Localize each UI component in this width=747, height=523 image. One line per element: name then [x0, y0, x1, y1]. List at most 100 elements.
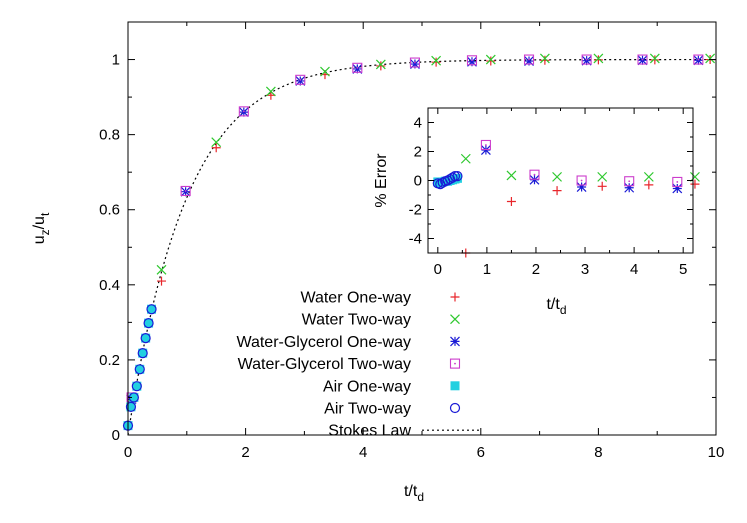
- point: [238, 106, 249, 117]
- inset-series-2: [480, 145, 683, 194]
- inset-series-3: [480, 139, 683, 187]
- point: [352, 62, 363, 73]
- inset-y-axis-label: % Error: [373, 153, 390, 208]
- inset-point: [452, 171, 463, 182]
- inset-point: [552, 171, 562, 182]
- point-center: [585, 58, 588, 61]
- point: [466, 55, 478, 66]
- inset-point: [597, 171, 608, 182]
- point: [376, 61, 386, 71]
- inset-point-center: [580, 179, 583, 182]
- point: [581, 54, 592, 65]
- point: [524, 56, 534, 66]
- point: [705, 53, 716, 64]
- point: [650, 55, 660, 65]
- inset-point: [506, 197, 516, 207]
- x-tick-label: 6: [477, 444, 485, 461]
- point: [581, 55, 592, 66]
- legend-swatch: [450, 292, 460, 302]
- point-center: [356, 66, 359, 69]
- inset-point: [444, 173, 456, 185]
- inset-point: [576, 182, 587, 192]
- legend-swatch: [450, 314, 460, 325]
- x-tick-label: 0: [124, 444, 132, 461]
- inset-point: [449, 171, 461, 182]
- point: [211, 137, 222, 148]
- inset-point: [624, 182, 635, 193]
- point-center: [641, 58, 644, 61]
- y-axis-label: uz/ut: [31, 212, 52, 244]
- inset-point: [529, 174, 540, 185]
- point: [467, 56, 477, 67]
- legend-swatch: [450, 381, 460, 391]
- point: [409, 57, 420, 68]
- point: [137, 348, 148, 359]
- inset-y-tick-label: -4: [409, 231, 422, 248]
- point: [295, 76, 306, 86]
- point: [131, 381, 142, 392]
- x-tick-label: 2: [241, 444, 249, 461]
- inset-y-tick-label: 2: [414, 144, 422, 161]
- x-tick-label: 10: [708, 444, 725, 461]
- inset-point-center: [628, 180, 631, 183]
- legend-label: Water-Glycerol Two-way: [238, 356, 411, 373]
- inset-point: [672, 183, 683, 194]
- point-center: [299, 78, 302, 81]
- inset-x-tick-label: 4: [630, 261, 638, 278]
- point: [410, 59, 420, 69]
- inset-point: [644, 180, 654, 190]
- y-tick-label: 0.6: [99, 202, 120, 219]
- point: [147, 304, 157, 314]
- point: [431, 55, 442, 66]
- series-5: [122, 304, 157, 431]
- point: [157, 276, 167, 286]
- inset-point-center: [485, 144, 487, 146]
- inset-point: [447, 172, 458, 183]
- inset-point: [576, 175, 587, 186]
- inset-x-tick-label: 2: [532, 261, 540, 278]
- inset-x-tick-label: 0: [434, 261, 442, 278]
- point: [144, 318, 154, 328]
- point: [143, 318, 154, 329]
- point: [593, 55, 603, 65]
- legend-label: Water One-way: [300, 290, 411, 307]
- inset-point: [690, 171, 700, 182]
- point: [132, 381, 142, 391]
- inset-point: [624, 176, 635, 187]
- inset-y-tick-label: 4: [414, 115, 422, 132]
- point: [486, 56, 496, 66]
- legend-swatch-center: [454, 362, 456, 365]
- point: [126, 402, 136, 412]
- point: [352, 64, 363, 74]
- point: [156, 264, 167, 275]
- x-axis-label: t/td: [404, 483, 424, 504]
- point: [320, 66, 330, 77]
- legend-label: Air One-way: [323, 378, 411, 395]
- point: [129, 392, 139, 402]
- x-tick-label: 4: [359, 444, 367, 461]
- inset-x-axis-label: t/td: [546, 296, 566, 317]
- legend-label: Water Two-way: [302, 312, 411, 329]
- inset-point: [442, 175, 453, 186]
- inset-point: [672, 176, 683, 187]
- inset-x-tick-label: 5: [679, 261, 687, 278]
- y-tick-label: 0.4: [99, 277, 120, 294]
- inset-series-1: [460, 153, 700, 182]
- point: [693, 54, 704, 65]
- inset-point: [506, 170, 517, 181]
- legend-swatch: [449, 402, 461, 414]
- y-tick-label: 1: [112, 52, 120, 69]
- point: [140, 333, 151, 344]
- point: [540, 55, 550, 65]
- x-tick-label: 8: [594, 444, 602, 461]
- point: [593, 53, 604, 64]
- y-tick-label: 0.2: [99, 352, 120, 369]
- point: [146, 304, 157, 315]
- point: [135, 364, 145, 374]
- inset-x-tick-label: 3: [581, 261, 589, 278]
- inset-point-center: [533, 173, 536, 176]
- point: [431, 57, 441, 67]
